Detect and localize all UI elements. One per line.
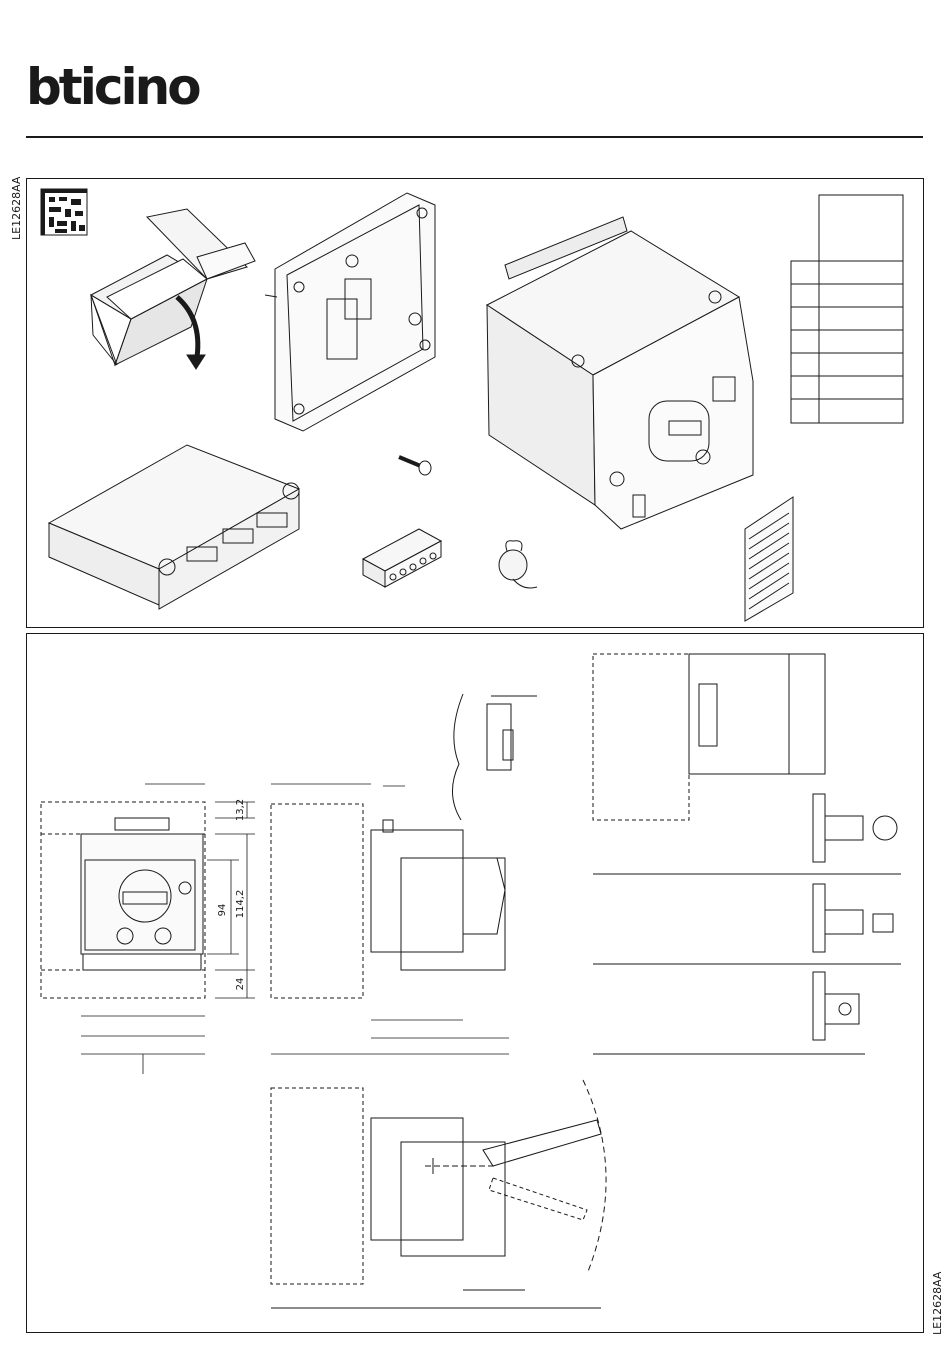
open-box-icon <box>91 209 255 369</box>
document-code-bottom: LE12628AA <box>931 1272 944 1335</box>
back-plate-drawing <box>265 193 435 431</box>
terminal-block-drawing <box>363 529 441 587</box>
contents-table <box>791 195 903 423</box>
label-sheet-icon <box>745 497 793 621</box>
document-code-top: LE12628AA <box>10 177 23 240</box>
package-contents-panel <box>26 178 924 628</box>
side-view-drawing <box>271 804 505 998</box>
dimension-label-24: 24 <box>235 978 246 991</box>
dimension-label-94: 94 <box>217 904 228 917</box>
bticino-logo: bticino <box>26 62 199 112</box>
dimensions-drawing: 13,2 114,2 94 24 <box>27 634 923 1332</box>
seal-icon <box>499 541 537 588</box>
modules-view-drawing <box>593 654 825 820</box>
handle-view-drawing <box>271 1080 606 1308</box>
dimension-label-114-2: 114,2 <box>235 890 246 919</box>
padlock-view-3 <box>593 972 865 1054</box>
front-view-drawing <box>41 802 205 998</box>
padlock-view-1 <box>593 794 901 874</box>
package-contents-drawing <box>27 179 923 627</box>
side-view-dimension-lines <box>271 784 509 1054</box>
handle-housing-drawing <box>49 445 299 609</box>
header-rule <box>26 136 923 138</box>
dimensions-panel: 13,2 114,2 94 24 <box>26 633 924 1333</box>
switch-module-drawing <box>487 217 753 529</box>
padlock-view-2 <box>593 884 901 964</box>
dimension-label-13-2: 13,2 <box>235 799 246 821</box>
qr-code-icon <box>41 189 87 235</box>
detail-view-drawing <box>452 694 537 820</box>
screw-icon <box>399 457 431 475</box>
